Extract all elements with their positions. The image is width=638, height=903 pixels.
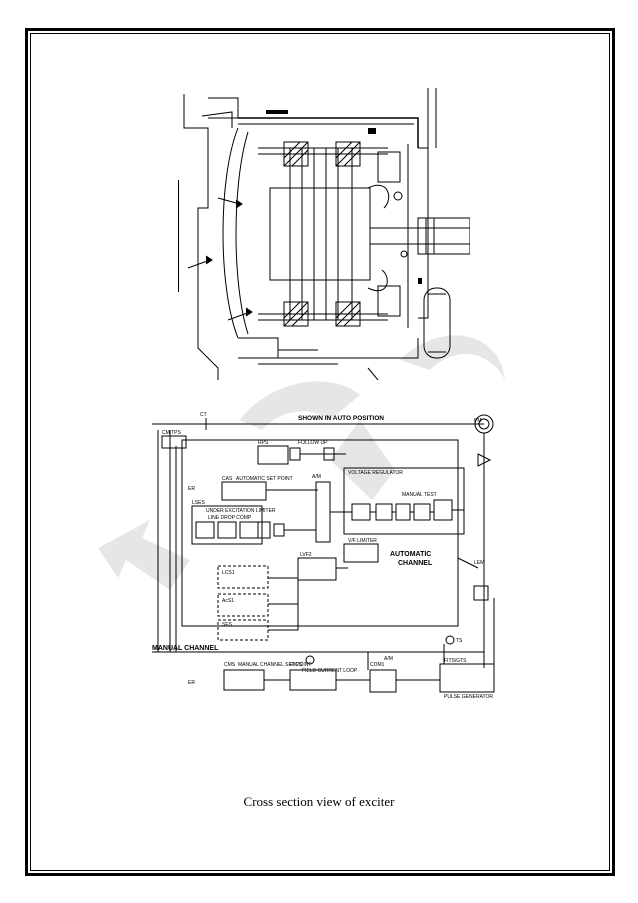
field-current-loop-label: FIELD CURRENT LOOP (302, 668, 358, 674)
cas-label: CAS (222, 476, 233, 482)
figure-caption: Cross section view of exciter (243, 794, 395, 809)
ts-label: TS (456, 638, 463, 644)
manual-channel-set-point-label: MANUAL CHANNEL SET POINT (238, 662, 311, 668)
automatic-set-point-label: AUTOMATIC SET POINT (236, 476, 293, 482)
am-label: A/M (312, 474, 321, 480)
fits-gts-label: FITS/GTS (444, 658, 467, 664)
page-border-inner (30, 33, 610, 871)
acs1-label: AcS1 (222, 598, 234, 604)
lem-label: LEM (474, 560, 484, 566)
lvf2-label: LVF2 (300, 552, 312, 558)
automatic-channel-label-line2: CHANNEL (398, 560, 433, 567)
exciter-cross-section-drawing (178, 88, 470, 380)
ses-label: SES (222, 622, 233, 628)
er-top-label: ER (188, 486, 195, 492)
vf-limiter-label: V/F LIMITER (348, 538, 377, 544)
diagram-header-text: SHOWN IN AUTO POSITION (298, 415, 384, 422)
line-drop-comp-label: LINE DROP COMP (208, 515, 252, 521)
lses-label: LSES (192, 500, 205, 506)
am2-label: A/M (384, 656, 393, 662)
er-bottom-label: ER (188, 680, 195, 686)
page-border-outer (25, 28, 615, 876)
lcs1-label: LCS1 (222, 570, 235, 576)
excitation-control-block-diagram: SHOWN IN AUTO POSITION CT CM TPS RPS FOL… (152, 412, 495, 700)
rps-label: RPS (258, 440, 269, 446)
pulse-generator-label: PULSE GENERATOR (444, 694, 493, 700)
manual-channel-label: MANUAL CHANNEL (152, 645, 219, 652)
com1-label: COM1 (370, 662, 385, 668)
voltage-regulator-label: VOLTAGE REGULATOR (348, 470, 403, 476)
cms-label: CMS (224, 662, 236, 668)
follow-up-label: FOLLOW UP (298, 440, 328, 446)
pm-label: PM (474, 418, 482, 424)
rics-label: RICS (290, 662, 303, 668)
automatic-channel-label-line1: AUTOMATIC (390, 551, 431, 558)
manual-test-label: MANUAL TEST (402, 492, 437, 498)
ct-label: CT (200, 412, 207, 418)
cm-tps-label: CM TPS (162, 430, 181, 436)
under-excitation-limiter-label: UNDER EXCITATION LIMITER (206, 508, 276, 514)
